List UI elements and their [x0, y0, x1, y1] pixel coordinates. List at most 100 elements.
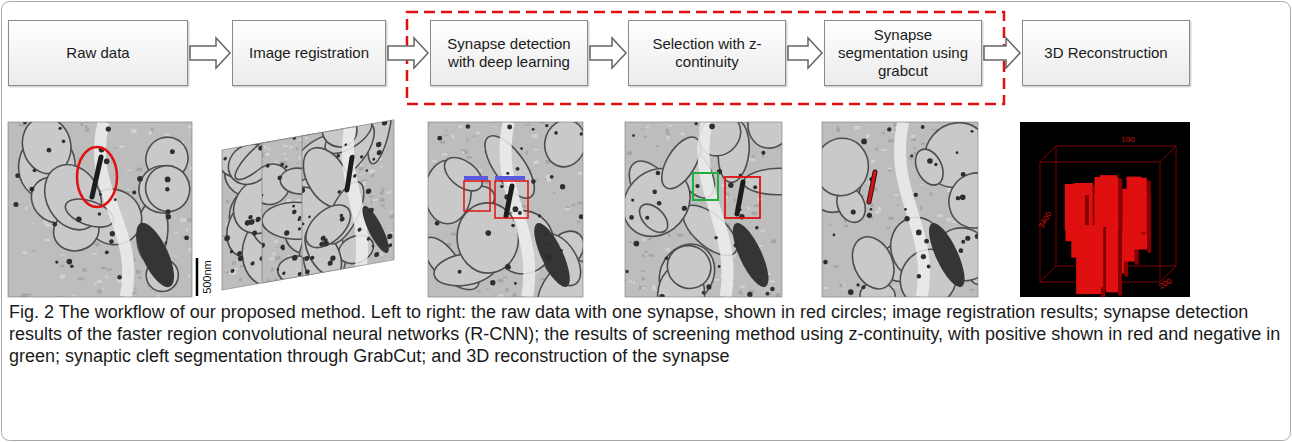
em-speckle: [921, 143, 925, 145]
synapse-density: [347, 157, 352, 190]
em-speckle: [384, 228, 388, 230]
vesicle: [170, 149, 175, 154]
em-speckle: [844, 288, 847, 289]
em-speckle: [290, 146, 293, 149]
vesicle: [237, 251, 242, 257]
vesicle: [560, 184, 565, 189]
vesicle: [292, 254, 298, 261]
vesicle: [284, 230, 289, 236]
em-speckle: [892, 287, 898, 288]
vesicle: [29, 187, 34, 192]
process-box: Raw data: [8, 20, 188, 86]
vesicle: [861, 139, 867, 145]
em-speckle: [894, 194, 898, 196]
vesicle: [500, 185, 504, 189]
em-speckle: [373, 199, 379, 201]
em-speckle: [911, 134, 915, 138]
em-speckle: [629, 281, 633, 283]
em-speckle: [749, 158, 755, 161]
vesicle: [266, 163, 270, 167]
vesicle: [956, 196, 960, 200]
cell-membrane: [659, 237, 719, 296]
vesicle: [285, 165, 288, 168]
em-speckle: [22, 251, 27, 254]
em-speckle: [477, 290, 481, 292]
em-speckle: [135, 287, 137, 289]
vesicle: [532, 128, 535, 131]
vesicle: [15, 173, 20, 178]
em-speckle: [824, 287, 828, 289]
em-speckle: [888, 217, 893, 220]
em-speckle: [380, 165, 382, 168]
vesicle: [302, 187, 305, 193]
vesicle: [304, 256, 309, 262]
em-speckle: [232, 261, 236, 265]
em-speckle: [239, 278, 242, 282]
vesicle: [550, 175, 554, 179]
detection-box: [495, 181, 528, 218]
em-speckle: [891, 131, 894, 132]
vesicle: [631, 199, 634, 202]
reconstruction-image: [1020, 122, 1190, 297]
vesicle: [934, 163, 937, 166]
em-speckle: [642, 238, 646, 240]
em-speckle: [264, 146, 266, 149]
em-speckle: [760, 230, 766, 232]
vesicle: [387, 233, 392, 239]
vesicle: [105, 250, 109, 254]
vesicle: [761, 151, 765, 155]
em-speckle: [187, 218, 192, 222]
em-speckle: [190, 167, 192, 170]
cell-membrane: [634, 199, 673, 238]
em-speckle: [189, 248, 192, 251]
em-speckle: [532, 134, 538, 138]
bounding-wireframe: [1160, 162, 1161, 282]
vesicle: [505, 264, 510, 269]
em-speckle: [466, 156, 472, 158]
vesicle: [166, 214, 171, 219]
vesicle: [248, 215, 252, 220]
cell-membrane: [302, 197, 358, 256]
image-border: [8, 122, 192, 297]
vesicle: [485, 230, 491, 236]
em-speckle: [138, 277, 142, 279]
vesicle: [328, 260, 333, 266]
cell-membrane: [910, 145, 949, 190]
em-speckle: [649, 254, 654, 257]
vesicle: [665, 256, 669, 260]
vesicle: [280, 162, 284, 166]
em-speckle: [188, 275, 190, 278]
mitochondrion: [922, 219, 971, 292]
em-speckle: [888, 139, 894, 142]
vesicle: [904, 208, 907, 211]
em-speckle: [186, 228, 188, 231]
registered-slice: [256, 84, 398, 301]
vesicle: [308, 215, 311, 218]
vesicle: [867, 213, 872, 218]
vesicle: [166, 209, 171, 214]
em-speckle: [283, 145, 288, 148]
cleft-mask: [869, 172, 875, 202]
vesicle: [277, 268, 280, 271]
em-speckle: [381, 188, 384, 192]
em-speckle: [95, 243, 100, 247]
vesicle: [382, 120, 387, 126]
em-speckle: [272, 252, 275, 256]
vesicle: [856, 283, 859, 286]
vesicle: [961, 240, 965, 244]
box-label: Synapse detection with deep learning: [434, 35, 584, 71]
vesicle: [340, 213, 344, 217]
vesicle: [718, 265, 721, 268]
em-speckle: [644, 136, 647, 138]
vesicle: [851, 210, 856, 215]
vesicle: [372, 158, 375, 161]
vesicle: [520, 147, 523, 150]
vesicle: [961, 172, 966, 177]
vesicle: [659, 294, 665, 297]
voxel-block: [1130, 178, 1146, 233]
vesicle: [747, 292, 752, 297]
vesicle: [224, 235, 230, 242]
em-speckle: [265, 152, 270, 156]
em-speckle: [119, 145, 124, 147]
em-speckle: [277, 247, 279, 248]
